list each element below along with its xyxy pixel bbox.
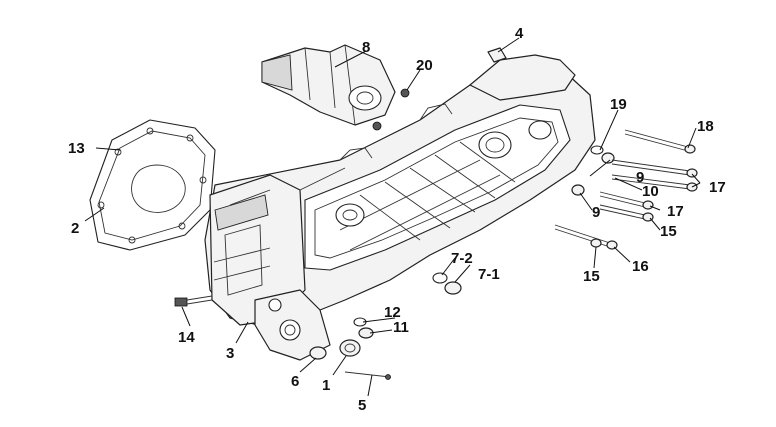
callout-17b: 17 bbox=[667, 203, 684, 220]
washer-part-7-2 bbox=[432, 272, 448, 284]
bolts-part-15-17 bbox=[554, 191, 654, 250]
dowel-part-4 bbox=[487, 47, 507, 63]
nut-part-9 bbox=[571, 152, 615, 196]
callout-12: 12 bbox=[384, 304, 401, 321]
crankcase-part bbox=[204, 54, 596, 361]
washer-part-19 bbox=[590, 145, 604, 155]
callout-2: 2 bbox=[71, 220, 79, 237]
callout-4: 4 bbox=[515, 25, 524, 42]
screw-part-20 bbox=[400, 88, 410, 98]
callout-3: 3 bbox=[226, 345, 234, 362]
plug-part-7-1 bbox=[444, 281, 462, 295]
callout-16: 16 bbox=[632, 258, 649, 275]
callout-11: 11 bbox=[393, 319, 409, 336]
callout-labels: 8 20 4 13 2 19 18 17 9 10 9 17 15 16 15 … bbox=[68, 25, 726, 414]
callout-18: 18 bbox=[697, 118, 714, 135]
callout-15b: 15 bbox=[583, 268, 600, 285]
callout-7-1: 7-1 bbox=[478, 266, 500, 283]
callout-14: 14 bbox=[178, 329, 195, 346]
callout-1: 1 bbox=[322, 377, 330, 394]
seal-part-6 bbox=[309, 346, 327, 360]
gasket-part bbox=[89, 119, 216, 251]
bushing-part-1 bbox=[339, 339, 361, 357]
callout-8: 8 bbox=[362, 39, 370, 56]
callout-9a: 9 bbox=[636, 169, 644, 186]
callout-10: 10 bbox=[642, 183, 659, 200]
shaft-part-5 bbox=[344, 371, 391, 380]
callout-15a: 15 bbox=[660, 223, 677, 240]
bolt-part-14 bbox=[174, 295, 213, 307]
callout-9b: 9 bbox=[592, 204, 600, 221]
callout-13: 13 bbox=[68, 140, 85, 157]
callout-19: 19 bbox=[610, 96, 627, 113]
leader-lines bbox=[84, 37, 701, 397]
bolts-part-18 bbox=[611, 129, 698, 192]
callout-17a: 17 bbox=[709, 179, 726, 196]
callout-6: 6 bbox=[291, 373, 299, 390]
callout-5: 5 bbox=[358, 397, 366, 414]
starter-motor-part bbox=[261, 44, 396, 131]
callout-20: 20 bbox=[416, 57, 433, 74]
callout-7-2: 7-2 bbox=[451, 250, 473, 267]
